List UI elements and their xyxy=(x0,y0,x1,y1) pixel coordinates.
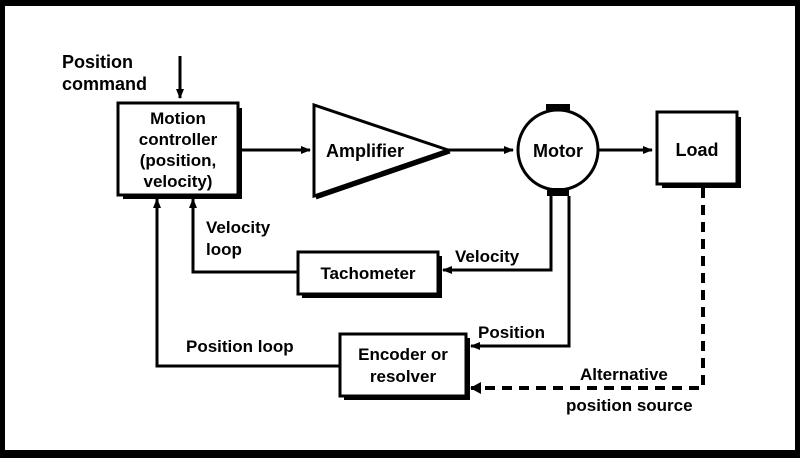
velocity-loop-label-1: Velocity xyxy=(206,218,271,237)
motion-controller-box xyxy=(116,101,240,197)
motion-controller-shadow-b xyxy=(123,195,242,199)
position-feedback-line xyxy=(470,196,571,350)
alternative-source-label-1: Alternative xyxy=(580,365,668,384)
position-loop-line xyxy=(153,198,340,368)
alternative-source-arrowhead xyxy=(470,382,481,394)
tachometer-shadow-r xyxy=(438,256,442,298)
amplifier-shadow xyxy=(315,150,451,200)
velocity-feedback-line xyxy=(442,196,553,274)
tachometer-label: Tachometer xyxy=(320,264,415,283)
load-label: Load xyxy=(676,140,719,160)
position-label: Position xyxy=(478,323,545,342)
motion-controller-label-4: velocity) xyxy=(144,172,213,191)
amplifier-shape xyxy=(312,102,453,199)
load-shadow-r xyxy=(737,117,741,188)
position-command-label-2: command xyxy=(62,74,147,94)
velocity-loop-line xyxy=(189,198,298,274)
encoder-shadow-b xyxy=(344,396,470,400)
motion-controller-label-1: Motion xyxy=(150,109,206,128)
motion-controller-label-3: (position, xyxy=(140,151,216,170)
alternative-source-line xyxy=(471,188,705,390)
motor-top-cap xyxy=(546,104,570,110)
velocity-label: Velocity xyxy=(455,247,520,266)
position-loop-label: Position loop xyxy=(186,337,294,356)
alternative-source-label-2: position source xyxy=(566,396,693,415)
encoder-label-2: resolver xyxy=(370,367,437,386)
position-command-label: Position xyxy=(62,52,133,72)
encoder-shadow-r xyxy=(466,338,470,400)
motion-controller-label-2: controller xyxy=(139,130,218,149)
encoder-label-1: Encoder or xyxy=(358,345,448,364)
motor-shaft xyxy=(547,188,569,196)
motion-controller-shadow-r xyxy=(238,108,242,199)
velocity-loop-label-2: loop xyxy=(206,240,242,259)
tachometer-shadow-b xyxy=(302,294,442,298)
amplifier-label: Amplifier xyxy=(326,141,404,161)
encoder-box xyxy=(338,332,468,398)
motor-label: Motor xyxy=(533,141,583,161)
load-shadow-b xyxy=(662,184,741,188)
